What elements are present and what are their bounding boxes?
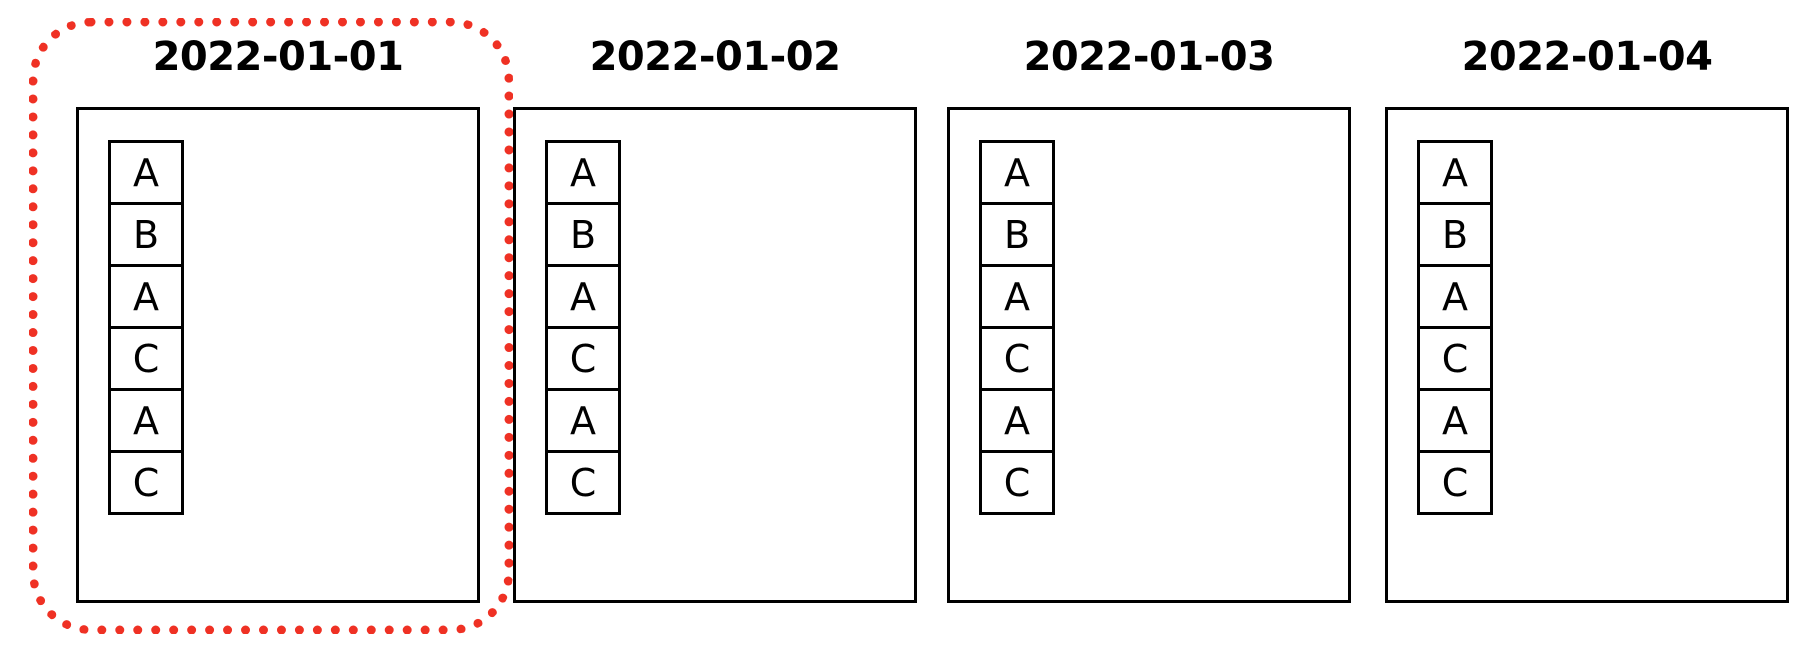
record-cell[interactable]: A <box>545 264 621 329</box>
record-cell[interactable]: A <box>545 388 621 453</box>
panel-title: 2022-01-01 <box>152 34 404 80</box>
record-cell[interactable]: A <box>1417 388 1493 453</box>
record-cell[interactable]: B <box>545 202 621 267</box>
panel-title: 2022-01-03 <box>1023 34 1275 80</box>
record-cell[interactable]: A <box>1417 140 1493 205</box>
record-cell[interactable]: B <box>108 202 184 267</box>
record-cell[interactable]: A <box>1417 264 1493 329</box>
record-cell[interactable]: B <box>1417 202 1493 267</box>
panel-title: 2022-01-02 <box>589 34 841 80</box>
record-cell[interactable]: C <box>1417 326 1493 391</box>
record-cell[interactable]: C <box>1417 450 1493 515</box>
record-cell[interactable]: C <box>108 450 184 515</box>
record-cell[interactable]: B <box>979 202 1055 267</box>
record-cell[interactable]: C <box>545 326 621 391</box>
record-cell[interactable]: A <box>979 264 1055 329</box>
record-cell[interactable]: A <box>545 140 621 205</box>
record-cell[interactable]: A <box>108 388 184 453</box>
record-cell[interactable]: A <box>979 140 1055 205</box>
panel-title: 2022-01-04 <box>1461 34 1713 80</box>
record-cell[interactable]: A <box>108 140 184 205</box>
record-cell[interactable]: C <box>979 450 1055 515</box>
record-cell[interactable]: C <box>545 450 621 515</box>
record-cell[interactable]: C <box>979 326 1055 391</box>
record-cell[interactable]: A <box>979 388 1055 453</box>
record-cell[interactable]: C <box>108 326 184 391</box>
record-cell[interactable]: A <box>108 264 184 329</box>
